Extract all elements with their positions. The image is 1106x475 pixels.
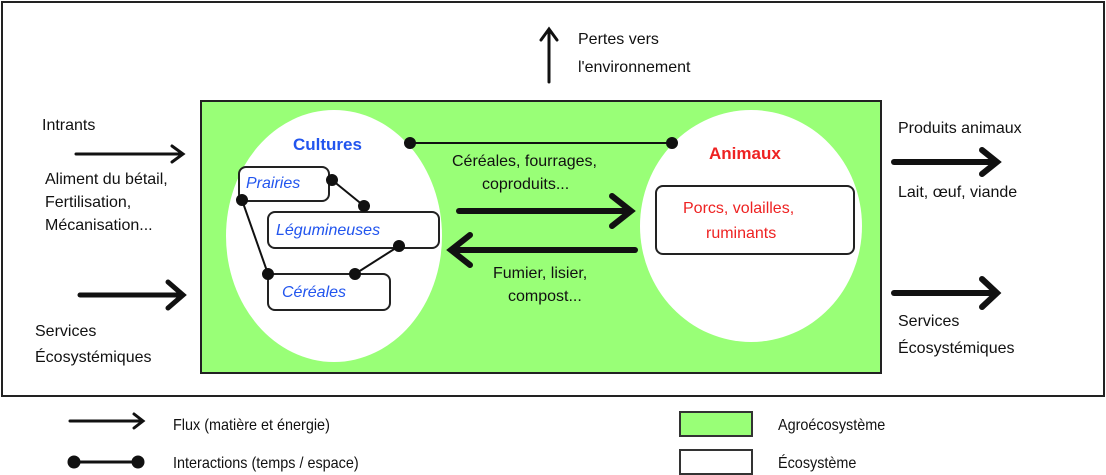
ecosystem-frame bbox=[1, 1, 1105, 397]
products-arrow bbox=[891, 147, 1002, 177]
to-animals-arrow bbox=[456, 193, 636, 229]
products-detail: Lait, œuf, viande bbox=[898, 184, 1018, 201]
legend-flux-arrow bbox=[68, 412, 146, 430]
services-in-line-2: Écosystémiques bbox=[35, 349, 152, 366]
legend-agro-label: Agroécosystème bbox=[778, 417, 886, 434]
products-title: Produits animaux bbox=[898, 120, 1022, 137]
prairies-cereales-interaction bbox=[241, 199, 269, 275]
interaction-dot bbox=[404, 137, 416, 149]
services-in-arrow bbox=[77, 279, 187, 311]
services-out-line-1: Services bbox=[898, 313, 960, 330]
legend-eco-label: Écosystème bbox=[778, 455, 857, 472]
to-crops-label-2: compost... bbox=[508, 288, 582, 305]
legend-interaction-symbol bbox=[67, 455, 145, 469]
inputs-line-2: Fertilisation, bbox=[45, 194, 132, 211]
inputs-title: Intrants bbox=[42, 117, 96, 134]
to-crops-label-1: Fumier, lisier, bbox=[493, 265, 588, 282]
legend-flux-label: Flux (matière et énergie) bbox=[173, 417, 330, 434]
interaction-dot bbox=[666, 137, 678, 149]
legend-interactions-label: Interactions (temps / espace) bbox=[173, 455, 359, 472]
prairies-label: Prairies bbox=[246, 175, 301, 192]
to-animals-label-2: coproduits... bbox=[482, 176, 570, 193]
animaux-title: Animaux bbox=[709, 144, 781, 163]
cultures-title: Cultures bbox=[293, 135, 362, 154]
prairies-legumineuses-interaction bbox=[331, 179, 365, 207]
loss-arrow bbox=[539, 26, 559, 84]
loss-label-2: l'environnement bbox=[578, 59, 691, 76]
services-out-arrow bbox=[891, 276, 1002, 310]
animals-box-line-1: Porcs, volailles, bbox=[683, 200, 795, 217]
legend-eco-swatch bbox=[679, 449, 753, 475]
legend-agro-swatch bbox=[679, 411, 753, 437]
to-crops-arrow bbox=[446, 232, 638, 268]
legumineuses-label: Légumineuses bbox=[276, 222, 381, 239]
loss-label-1: Pertes vers bbox=[578, 31, 659, 48]
cereales-label: Céréales bbox=[282, 284, 347, 301]
animals-box bbox=[655, 185, 855, 255]
prairies-box bbox=[238, 166, 330, 202]
inputs-line-1: Aliment du bétail, bbox=[45, 171, 168, 188]
inputs-line-3: Mécanisation... bbox=[45, 217, 153, 234]
services-out-line-2: Écosystémiques bbox=[898, 340, 1015, 357]
legumineuses-box bbox=[267, 211, 440, 249]
inputs-arrow bbox=[74, 144, 186, 164]
to-animals-label-1: Céréales, fourrages, bbox=[452, 153, 597, 170]
legumineuses-cereales-interaction bbox=[354, 245, 400, 275]
cereales-box bbox=[267, 273, 391, 311]
animals-box-line-2: ruminants bbox=[706, 225, 777, 242]
services-in-line-1: Services bbox=[35, 323, 97, 340]
